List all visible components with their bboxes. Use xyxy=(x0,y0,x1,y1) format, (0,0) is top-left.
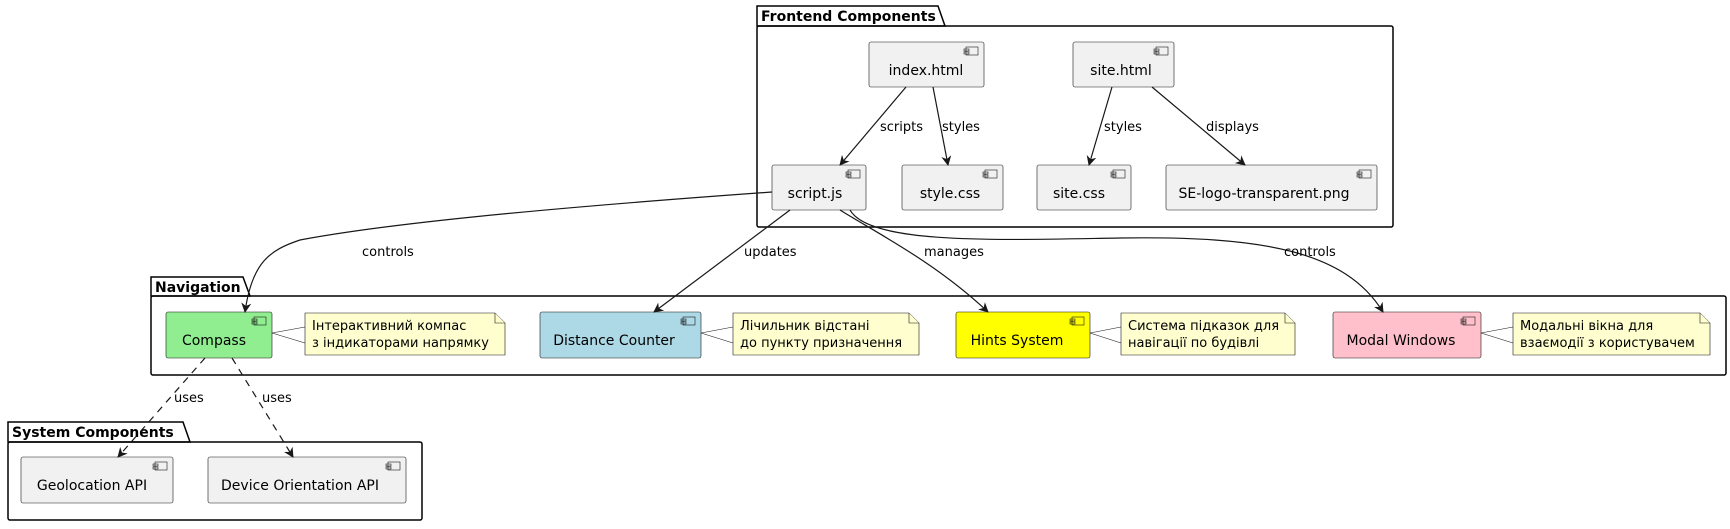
note-line: Лічильник відстані xyxy=(740,319,869,334)
component-script-js[interactable]: script.js xyxy=(771,164,867,211)
component-icon xyxy=(1110,169,1126,179)
component-label: Device Orientation API xyxy=(221,478,379,494)
note-line: взаємодії з користувачем xyxy=(1520,336,1695,351)
component-label: style.css xyxy=(920,186,980,202)
edge-script-to-hints: manages xyxy=(839,209,989,313)
edge-label: scripts xyxy=(880,120,923,135)
component-icon xyxy=(982,169,998,179)
component-icon xyxy=(1460,316,1476,326)
component-label: script.js xyxy=(788,186,843,202)
package-navigation: Navigation xyxy=(150,276,1727,376)
package-title: System Components xyxy=(12,425,174,441)
note-line: з індикаторами напрямку xyxy=(312,336,489,351)
component-distance-counter[interactable]: Distance Counter xyxy=(539,311,702,359)
component-compass[interactable]: Compass xyxy=(165,311,273,359)
component-modal-windows[interactable]: Modal Windows xyxy=(1332,311,1482,359)
component-label: Hints System xyxy=(971,333,1064,349)
component-icon xyxy=(845,169,861,179)
note-compass: Інтерактивний компас з індикаторами напр… xyxy=(271,312,506,356)
edge-label: manages xyxy=(924,245,984,260)
component-icon xyxy=(152,461,168,471)
edge-index-to-style: styles xyxy=(932,86,980,166)
edge-compass-to-geolocation: uses xyxy=(117,357,206,458)
component-icon xyxy=(1356,169,1372,179)
component-index-html[interactable]: index.html xyxy=(868,41,985,88)
component-label: Compass xyxy=(182,333,246,349)
edge-compass-to-orientation: uses xyxy=(231,357,294,458)
note-line: навігації по будівлі xyxy=(1128,336,1259,351)
edge-script-to-compass: controls xyxy=(241,191,773,313)
component-geolocation-api[interactable]: Geolocation API xyxy=(20,456,174,504)
edge-site-to-logo: displays xyxy=(1151,86,1259,166)
edge-script-to-modal: controls xyxy=(849,209,1384,313)
component-label: Distance Counter xyxy=(553,333,675,349)
note-hints-system: Система підказок для навігації по будівл… xyxy=(1089,312,1296,356)
component-label: Modal Windows xyxy=(1347,333,1456,349)
component-se-logo-png[interactable]: SE-logo-transparent.png xyxy=(1165,164,1378,211)
edge-label: styles xyxy=(1104,120,1142,135)
component-icon xyxy=(680,316,696,326)
edge-label: displays xyxy=(1206,120,1259,135)
component-icon xyxy=(385,461,401,471)
component-label: site.html xyxy=(1090,63,1152,79)
edge-label: controls xyxy=(1284,245,1336,260)
component-label: index.html xyxy=(889,63,964,79)
component-icon xyxy=(1153,46,1169,56)
edge-label: uses xyxy=(262,391,292,406)
note-line: Система підказок для xyxy=(1128,319,1279,334)
component-site-css[interactable]: site.css xyxy=(1036,164,1132,211)
component-label: SE-logo-transparent.png xyxy=(1179,186,1350,202)
component-style-css[interactable]: style.css xyxy=(901,164,1004,211)
component-device-orientation-api[interactable]: Device Orientation API xyxy=(207,456,407,504)
edge-label: uses xyxy=(174,391,204,406)
note-modal-windows: Модальні вікна для взаємодії з користува… xyxy=(1480,312,1711,356)
component-label: Geolocation API xyxy=(37,478,147,494)
note-line: до пункту призначення xyxy=(740,336,902,351)
edge-label: updates xyxy=(744,245,797,260)
edge-label: controls xyxy=(362,245,414,260)
edge-site-to-sitecss: styles xyxy=(1086,86,1142,166)
edge-index-to-script: scripts xyxy=(839,86,923,166)
note-line: Модальні вікна для xyxy=(1520,319,1653,334)
package-title: Navigation xyxy=(155,280,241,296)
component-hints-system[interactable]: Hints System xyxy=(955,311,1091,359)
edge-label: styles xyxy=(942,120,980,135)
edge-script-to-distance: updates xyxy=(653,209,797,313)
component-label: site.css xyxy=(1053,186,1105,202)
component-site-html[interactable]: site.html xyxy=(1072,41,1175,88)
component-icon xyxy=(963,46,979,56)
note-distance-counter: Лічильник відстані до пункту призначення xyxy=(700,312,920,356)
component-icon xyxy=(1069,316,1085,326)
package-title: Frontend Components xyxy=(761,9,936,25)
package-frontend-components: Frontend Components xyxy=(756,5,1394,228)
note-line: Інтерактивний компас xyxy=(312,319,466,334)
component-icon xyxy=(251,316,267,326)
